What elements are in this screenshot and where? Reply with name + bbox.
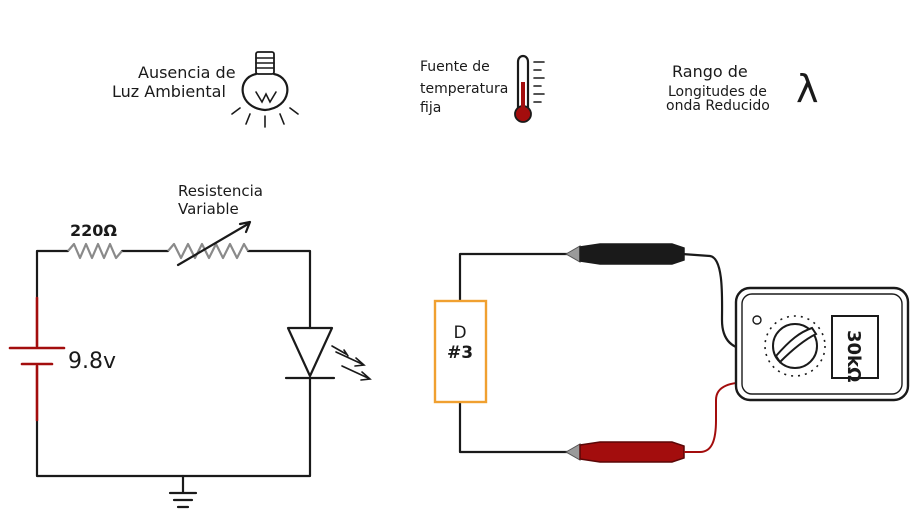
variable-resistor-arrow (176, 220, 252, 267)
wire (35, 249, 70, 300)
condition-label-line: onda Reducido (666, 98, 770, 114)
ground-icon (168, 474, 198, 509)
lambda-icon: λ (796, 67, 819, 111)
fixed-resistor (67, 242, 123, 260)
condition-label-line: fija (420, 100, 441, 116)
variable-resistor (167, 242, 249, 260)
meter-reading: 30kΩ (843, 330, 864, 382)
device-label: #3 (447, 343, 473, 363)
led (284, 326, 372, 381)
condition-no-ambient-light: Ausencia de Luz Ambiental (112, 51, 299, 128)
wire (246, 249, 312, 330)
light-bulb-icon (231, 51, 299, 128)
condition-label-line: Rango de (672, 62, 748, 81)
device-label: D (453, 323, 466, 343)
thermometer-icon (514, 54, 545, 123)
measurement-setup: D #3 30k (433, 243, 910, 463)
red-probe (564, 377, 759, 463)
dial-knob (764, 315, 826, 377)
variable-resistor-label: Variable (178, 200, 239, 218)
condition-reduced-wavelength: Rango de Longitudes de onda Reducido λ (666, 62, 819, 114)
wire (458, 252, 574, 303)
condition-label-line: Longitudes de (668, 84, 767, 100)
condition-label-line: Fuente de (420, 59, 490, 75)
black-probe (564, 243, 759, 355)
battery (8, 296, 66, 422)
multimeter: 30kΩ (734, 286, 910, 402)
condition-label-line: Ausencia de (138, 63, 236, 82)
variable-resistor-label: Resistencia (178, 182, 263, 200)
wire (458, 400, 574, 454)
led-circuit: 220Ω Resistencia Variable 9.8v (8, 182, 372, 509)
condition-fixed-temperature: Fuente de temperatura fija (420, 54, 545, 123)
wire (35, 376, 312, 478)
resistor-label: 220Ω (70, 221, 117, 240)
device-under-test (433, 299, 488, 404)
battery-label: 9.8v (68, 349, 116, 374)
meter-display (831, 315, 879, 379)
condition-label-line: temperatura (420, 81, 508, 97)
condition-label-line: Luz Ambiental (112, 82, 226, 101)
